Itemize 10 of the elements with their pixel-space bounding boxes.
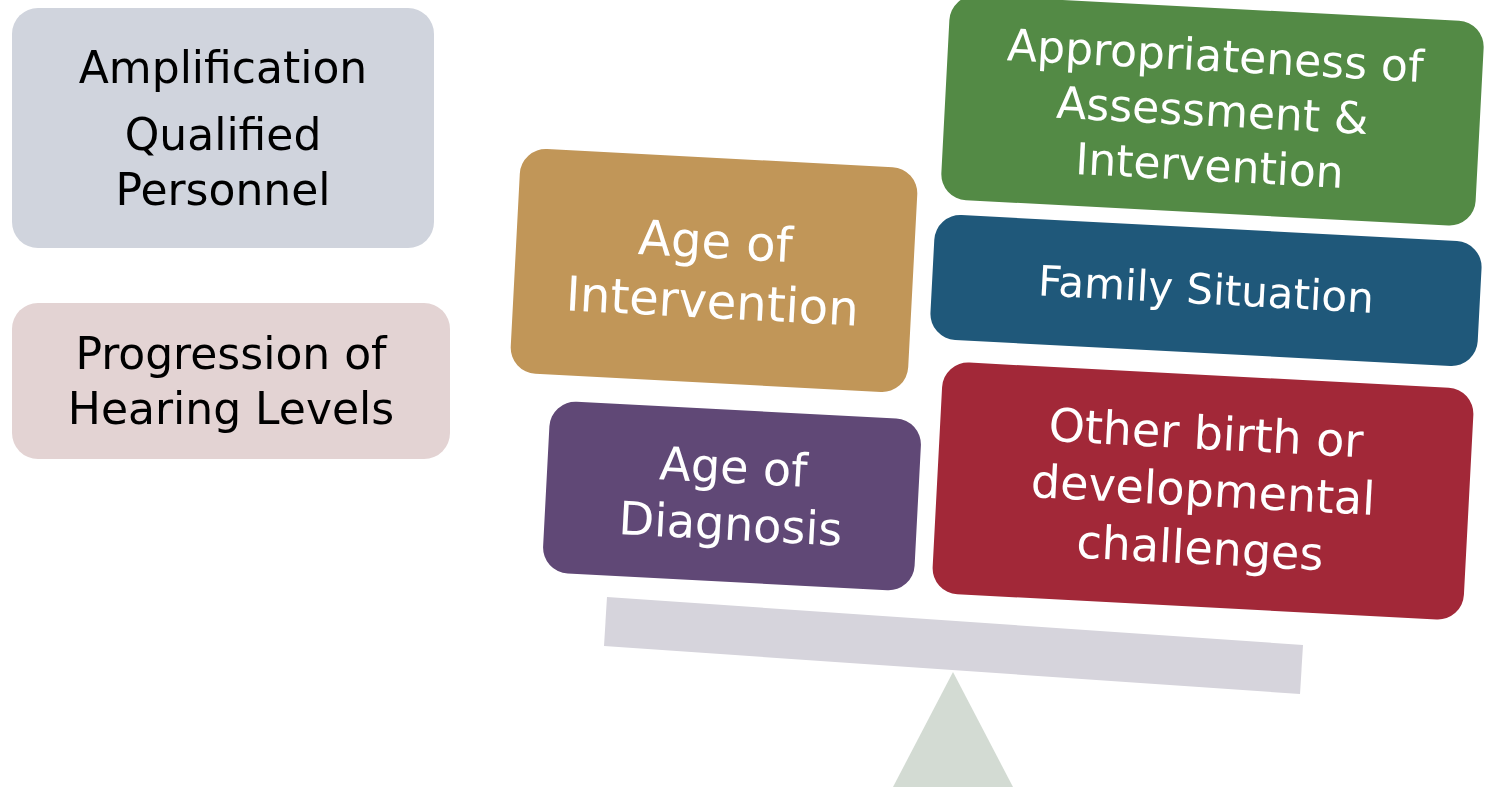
factor-label: Qualified Personnel: [114, 107, 332, 217]
factor-label: Progression of Hearing Levels: [66, 327, 396, 436]
factor-box: [12, 8, 434, 248]
factor-label: Other birth or developmental challenges: [1028, 396, 1378, 584]
factor-label: Amplification: [78, 40, 368, 95]
factor-label: Family Situation: [1036, 255, 1376, 325]
factor-label: Age of Intervention: [563, 207, 862, 339]
factor-box: [12, 303, 450, 459]
factor-label: Appropriateness of Assessment & Intervention: [1004, 18, 1427, 200]
factor-label: Age of Diagnosis: [616, 434, 845, 559]
